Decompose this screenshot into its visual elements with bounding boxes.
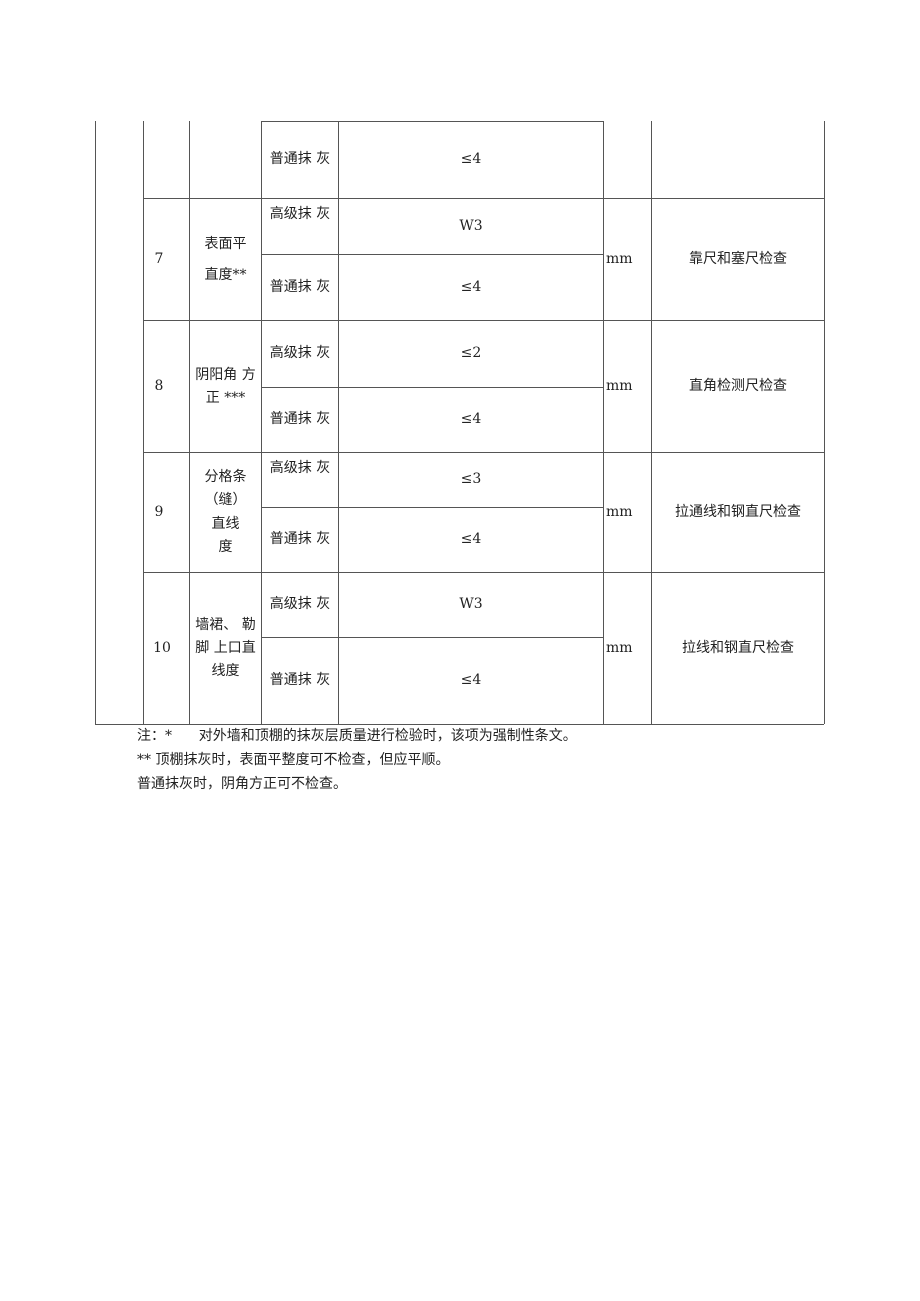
unit: mm xyxy=(606,503,633,520)
col-divider-unit-method xyxy=(651,121,652,724)
inspection-method: 直角检测尺检查 xyxy=(689,377,787,394)
grade-high: 高级抹 灰 xyxy=(269,345,331,362)
inspection-method: 拉线和钢直尺检查 xyxy=(682,639,794,656)
col-divider-item-grade xyxy=(261,121,262,724)
grade-normal: 普通抹 灰 xyxy=(269,531,331,548)
col-divider-no-left xyxy=(143,121,144,724)
inspection-method: 拉通线和钢直尺检查 xyxy=(675,503,801,520)
table-border-right xyxy=(824,121,825,724)
row-9-top-border xyxy=(143,452,824,453)
inspection-method: 靠尺和塞尺检查 xyxy=(689,250,787,267)
unit: mm xyxy=(606,639,633,656)
row-number: 9 xyxy=(154,503,164,520)
row-7-top-border xyxy=(143,198,824,199)
col-divider-tol-unit xyxy=(603,121,604,724)
row-10-top-border xyxy=(143,572,824,573)
continued-row-grade: 普通抹 灰 xyxy=(269,151,331,168)
tolerance-normal: ≤4 xyxy=(460,411,482,428)
tolerance-high: W3 xyxy=(459,596,483,613)
grade-high: 高级抹 灰 xyxy=(269,206,331,222)
row-7-split xyxy=(261,254,603,255)
tolerance-high: ≤2 xyxy=(460,345,482,362)
col-divider-grade-tol xyxy=(338,121,339,724)
table-border-left xyxy=(95,121,96,724)
note-3: 普通抹灰时，阴角方正可不检查。 xyxy=(137,776,347,792)
table-border-bottom xyxy=(95,724,824,725)
col-divider-no-item xyxy=(189,121,190,724)
row-10-split xyxy=(261,637,603,638)
item-name: 表面平 直度** xyxy=(204,235,247,283)
grade-normal: 普通抹 灰 xyxy=(269,278,331,295)
table-notes: 注：* 对外墙和顶棚的抹灰层质量进行检验时，该项为强制性条文。 ** 顶棚抹灰时… xyxy=(137,724,577,796)
note-2: ** 顶棚抹灰时，表面平整度可不检查，但应平顺。 xyxy=(137,752,450,768)
row-number: 7 xyxy=(154,250,164,267)
row-8-top-border xyxy=(143,320,824,321)
row-number: 10 xyxy=(153,639,171,656)
tolerance-high: ≤3 xyxy=(460,471,482,488)
grade-normal: 普通抹 灰 xyxy=(269,672,331,689)
continued-row-tolerance: ≤4 xyxy=(460,151,482,168)
row-8-split xyxy=(261,387,603,388)
grade-high: 高级抹 灰 xyxy=(269,596,331,613)
unit: mm xyxy=(606,377,633,394)
row-number: 8 xyxy=(154,377,164,394)
tolerance-normal: ≤4 xyxy=(460,672,482,689)
tolerance-normal: ≤4 xyxy=(460,278,482,295)
grade-high: 高级抹 灰 xyxy=(269,460,331,476)
row-9-split xyxy=(261,507,603,508)
note-1: 注：* 对外墙和顶棚的抹灰层质量进行检验时，该项为强制性条文。 xyxy=(137,728,577,744)
continued-row-top-border xyxy=(261,121,603,122)
item-name: 阴阳角 方 正 *** xyxy=(195,367,256,406)
tolerance-high: W3 xyxy=(459,217,483,234)
unit: mm xyxy=(606,250,633,267)
item-name: 墙裙、 勒 脚 上口直 线度 xyxy=(195,616,256,680)
grade-normal: 普通抹 灰 xyxy=(269,411,331,428)
tolerance-normal: ≤4 xyxy=(460,531,482,548)
item-name: 分格条 （缝） 直线 度 xyxy=(204,469,247,555)
